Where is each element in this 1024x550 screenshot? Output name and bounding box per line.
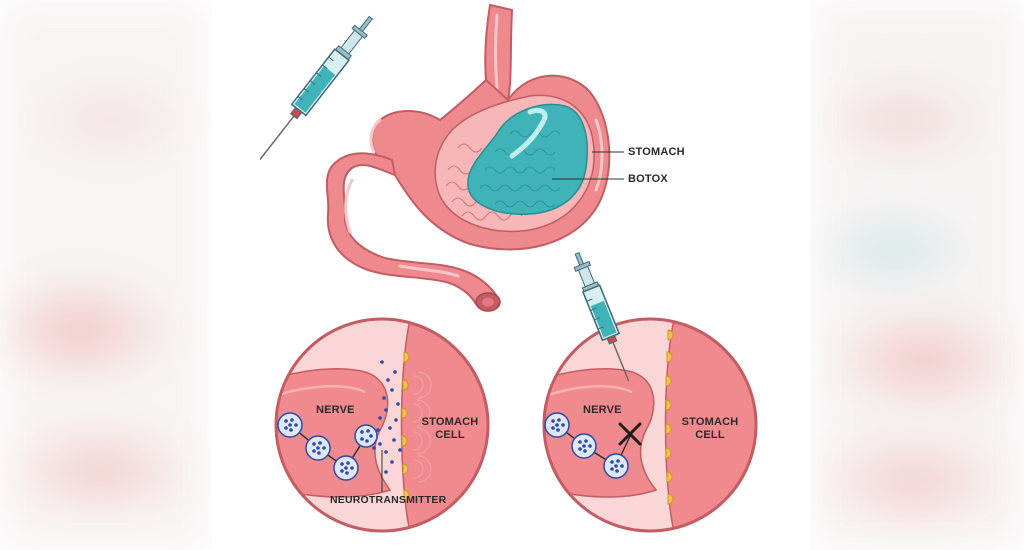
syringe-top — [259, 15, 374, 160]
blurred-background-left — [0, 0, 210, 550]
receptors-right — [665, 329, 674, 505]
syringe-bottom — [573, 251, 630, 382]
vesicles-right — [544, 412, 629, 479]
synapse-normal-circle — [274, 317, 490, 533]
vesicles-left — [277, 360, 402, 481]
neurotransmitter-label: NEUROTRANSMITTER — [330, 494, 447, 506]
synapse-blocked-circle — [542, 317, 758, 533]
botox-label: BOTOX — [628, 173, 668, 185]
stomach-cell-label-right-line2: CELL — [695, 429, 725, 441]
stomach-cell-label-left-line2: CELL — [435, 429, 465, 441]
stomach-cell-label-right-line1: STOMACH — [681, 416, 739, 428]
nerve-label-left: NERVE — [316, 404, 355, 416]
stomach-illustration — [325, 3, 611, 312]
block-x-icon — [618, 422, 642, 446]
receptors-left — [401, 351, 432, 501]
nerve-label-right: NERVE — [583, 404, 622, 416]
stomach-cell-label-left-line1: STOMACH — [421, 416, 479, 428]
blurred-background-right — [814, 0, 1024, 550]
stomach-label: STOMACH — [628, 146, 685, 158]
stomach-cell-label-left: STOMACH CELL — [420, 416, 480, 442]
stomach-cell-label-right: STOMACH CELL — [680, 416, 740, 442]
